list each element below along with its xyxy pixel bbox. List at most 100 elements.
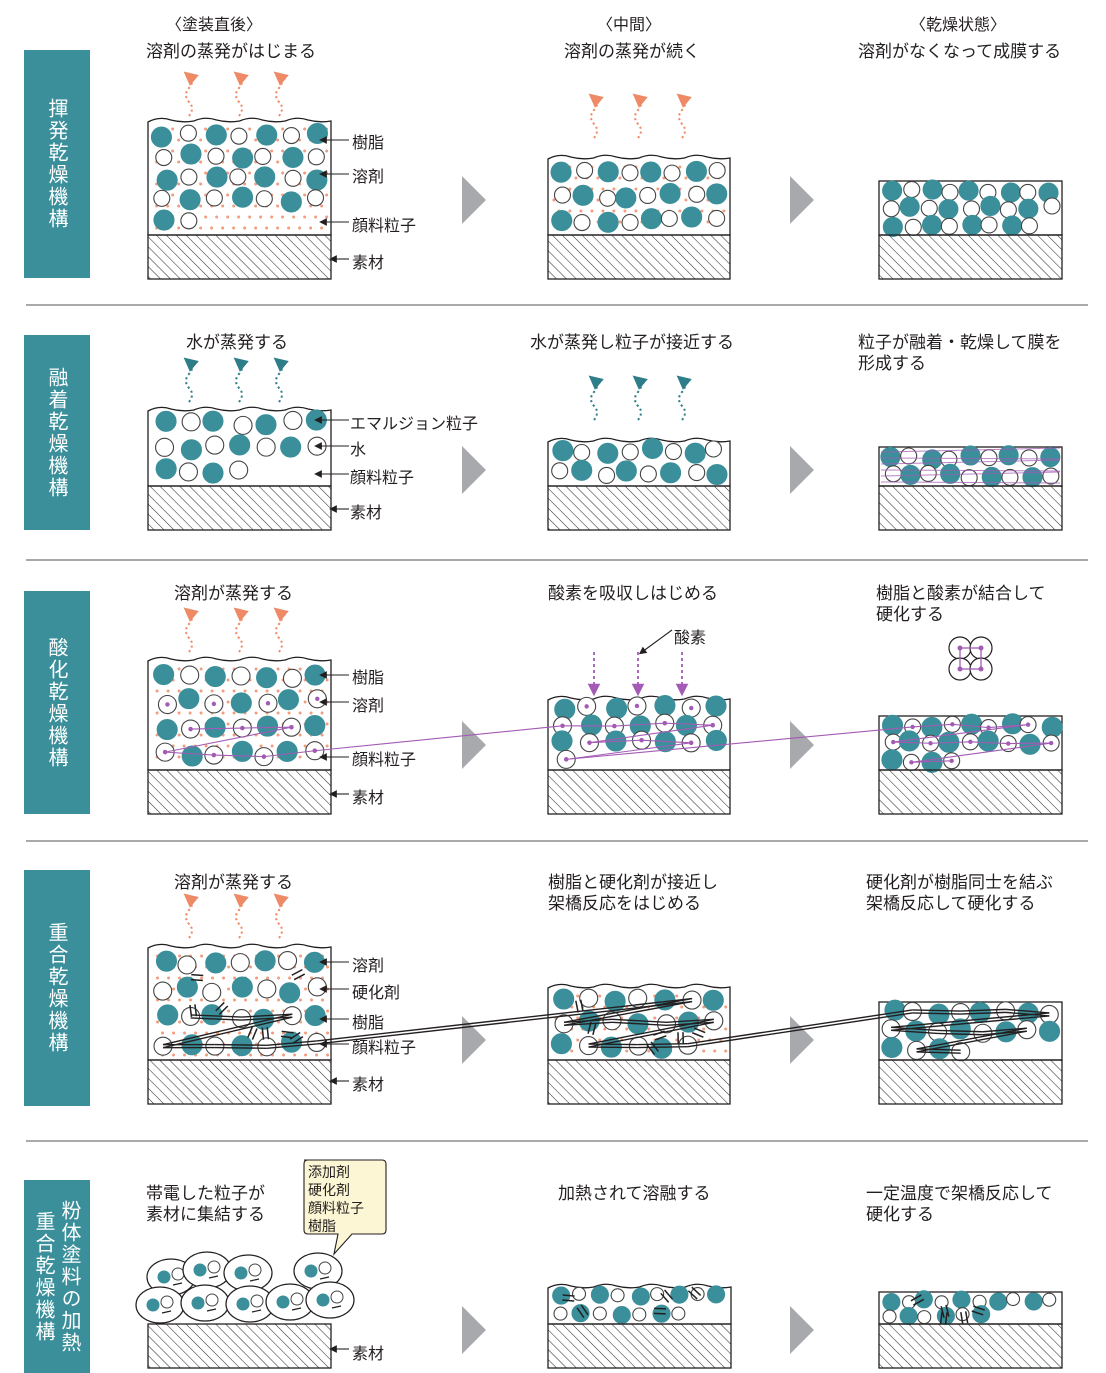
- solvent-dot: [304, 987, 308, 991]
- resin-particle: [255, 190, 273, 208]
- crosslink-line: [664, 722, 713, 726]
- pigment-particle: [157, 1270, 171, 1284]
- solvent-dot: [226, 193, 230, 197]
- pigment-particle: [176, 976, 198, 998]
- pigment-particle: [685, 160, 707, 182]
- pigment-particle: [597, 211, 619, 233]
- label-pigment: 顔料粒子: [350, 468, 415, 487]
- pigment-particle: [204, 666, 226, 688]
- hardener-mark: [939, 1311, 943, 1324]
- evaporation-arrow: [273, 71, 289, 117]
- label-substrate: 素材: [352, 788, 385, 807]
- pigment-particle: [180, 143, 202, 165]
- solvent-dot: [166, 204, 170, 208]
- evaporation-arrow: [588, 375, 604, 421]
- solvent-dot: [298, 667, 302, 671]
- solvent-dot: [249, 1009, 253, 1013]
- solvent-dot: [320, 733, 324, 737]
- fused-film-line: [880, 447, 1061, 453]
- solvent-dot: [702, 1005, 706, 1009]
- resin-particle: [553, 186, 572, 204]
- pigment-particle: [180, 439, 202, 461]
- solvent-dot: [226, 744, 230, 748]
- solvent-dot: [248, 215, 252, 219]
- crosslink-bond: [916, 1051, 961, 1054]
- stage-arrow-icon: [462, 1016, 486, 1064]
- solvent-dot: [204, 215, 208, 219]
- solvent-dot: [221, 204, 225, 208]
- crosslink-line: [893, 741, 931, 744]
- resin-particle: [708, 209, 726, 227]
- solvent-dot: [325, 193, 329, 197]
- solvent-dot: [243, 689, 247, 693]
- hardener-mark: [654, 1035, 667, 1041]
- solvent-dot: [232, 733, 236, 737]
- resin-particle: [960, 469, 978, 487]
- crosslink-line: [893, 724, 1029, 743]
- solvent-dot: [570, 1049, 574, 1053]
- resin-particle: [171, 1267, 185, 1281]
- resin-particle: [592, 1306, 607, 1321]
- resin-particle: [664, 443, 682, 461]
- resin-particle: [179, 124, 197, 142]
- resin-particle: [598, 466, 616, 485]
- solvent-dot: [254, 667, 258, 671]
- pigment-particle: [670, 1285, 689, 1304]
- row-title-text: 酸化乾燥機構: [45, 636, 69, 769]
- oxygen-dot: [1048, 740, 1054, 746]
- pigment-particle: [146, 1298, 160, 1312]
- solvent-dot: [724, 1027, 728, 1031]
- hardener-mark: [280, 1035, 294, 1039]
- solvent-dot: [200, 954, 204, 958]
- resin-particle: [205, 1293, 219, 1307]
- pigment-particle: [960, 445, 981, 466]
- fused-film-line: [880, 471, 1061, 477]
- solvent-dot: [199, 667, 203, 671]
- hardener-mark: [218, 1005, 229, 1015]
- solvent-dot: [618, 220, 622, 224]
- crosslink-bond: [563, 1021, 613, 1026]
- solvent-dot: [222, 1020, 226, 1024]
- solvent-dot: [199, 733, 203, 737]
- solvent-dot: [276, 733, 280, 737]
- crosslink-line: [1008, 742, 1052, 745]
- solvent-dot: [226, 149, 230, 153]
- pigment-particle: [153, 209, 175, 231]
- resin-particle: [621, 164, 639, 182]
- resin-particle: [621, 443, 639, 461]
- pigment-particle: [1019, 733, 1041, 755]
- row-title-text: 融着乾燥機構: [45, 366, 69, 499]
- solvent-dot: [227, 965, 231, 969]
- pigment-particle: [206, 166, 228, 188]
- resin-particle: [248, 1263, 262, 1277]
- pigment-particle: [304, 664, 326, 686]
- crosslink-line: [952, 723, 989, 729]
- crosslink-line: [165, 751, 214, 756]
- powder-components-note: 添加剤 硬化剤 顔料粒子 樹脂: [308, 1165, 364, 1235]
- solvent-dot: [625, 1027, 629, 1031]
- pigment-particle: [232, 147, 254, 169]
- stage-arrow-icon: [790, 721, 814, 769]
- solvent-dot: [310, 998, 314, 1002]
- caption-r4-stage3: 硬化剤が樹脂同士を結ぶ 架橋反応して硬化する: [866, 873, 1053, 914]
- solvent-dot: [199, 689, 203, 693]
- solvent-dot: [177, 711, 181, 715]
- solvent-dot: [303, 744, 307, 748]
- pigment-particle: [640, 208, 662, 230]
- resin-particle: [999, 201, 1017, 219]
- evaporation-arrow: [273, 893, 289, 939]
- crosslink-bond: [162, 1013, 293, 1046]
- pigment-particle: [181, 745, 203, 767]
- pigment-particle: [155, 458, 177, 480]
- resin-particle: [250, 1294, 264, 1308]
- resin-particle: [1042, 1292, 1057, 1307]
- oxygen-dot: [584, 704, 589, 709]
- note-callout-box: [303, 1159, 387, 1256]
- solvent-dot: [189, 998, 193, 1002]
- pigment-particle: [255, 414, 277, 436]
- crosslink-line: [911, 742, 1052, 763]
- crosslink-bond: [912, 1009, 961, 1012]
- substrate-hatched-block: [547, 1323, 732, 1369]
- solvent-dot: [156, 976, 160, 980]
